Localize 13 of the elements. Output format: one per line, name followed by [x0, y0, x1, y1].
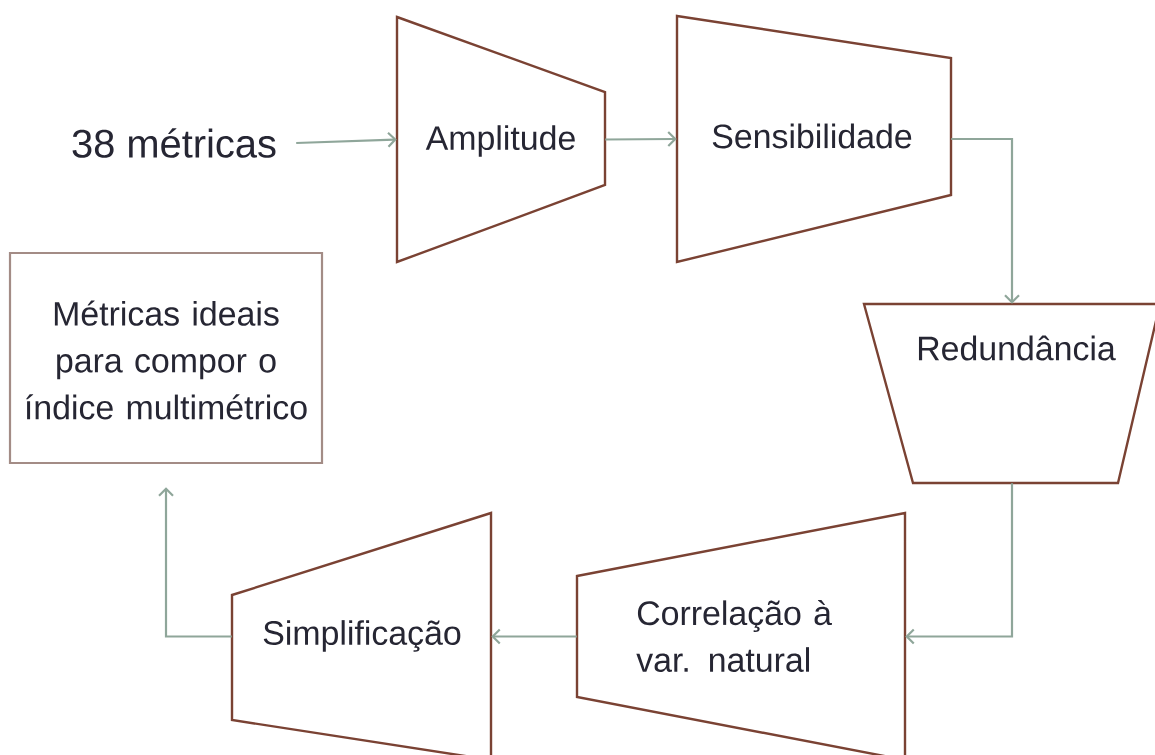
text-box: Métricas ideais para compor o índice multimétrico	[8, 251, 324, 465]
arrow	[296, 132, 397, 148]
arrow	[951, 137, 1020, 304]
trapezoid-box: Redundância	[862, 302, 1155, 485]
trapezoid-box: Simplificação	[230, 511, 493, 755]
text-label: 38 métricas	[72, 128, 276, 158]
arrow	[905, 483, 1014, 645]
arrow	[158, 487, 232, 638]
arrow	[605, 131, 677, 147]
trapezoid-box: Sensibilidade	[675, 14, 953, 264]
trapezoid-box: Correlação à var. natural	[575, 511, 907, 755]
arrow	[491, 628, 577, 645]
trapezoid-box: Amplitude	[395, 15, 607, 264]
